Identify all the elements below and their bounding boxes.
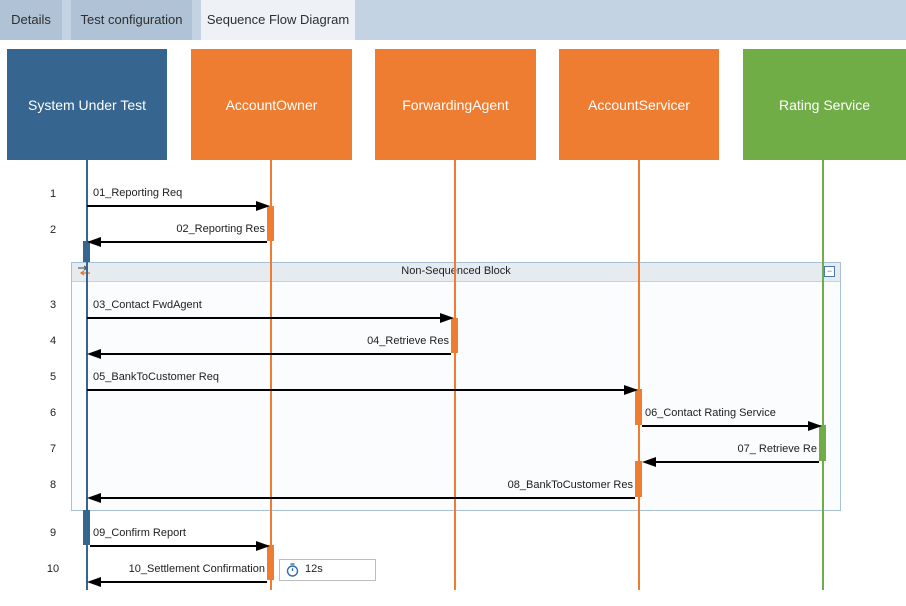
block-header: Non-Sequenced Block − — [72, 263, 840, 282]
lifeline-forwarding-agent — [454, 160, 456, 590]
arrow-line — [655, 461, 819, 463]
actor-label: System Under Test — [27, 96, 146, 113]
activation-bar — [267, 206, 274, 241]
message-label[interactable]: 07_ Retrieve Re — [737, 443, 818, 455]
step-number: 5 — [49, 371, 57, 383]
arrow-line — [100, 241, 267, 243]
lifeline-rating-service — [822, 160, 824, 590]
arrow-head — [87, 493, 101, 503]
arrow-line — [100, 497, 635, 499]
arrow-line — [87, 205, 257, 207]
actor-account-owner[interactable]: AccountOwner — [191, 49, 352, 160]
timer-value: 12s — [305, 563, 323, 575]
activation-bar — [819, 425, 826, 461]
arrow-line — [642, 425, 809, 427]
message-label[interactable]: 03_Contact FwdAgent — [93, 299, 202, 311]
tab-test-configuration[interactable]: Test configuration — [71, 0, 192, 40]
arrow-head — [87, 237, 101, 247]
activation-bar — [83, 510, 90, 545]
actor-rating-service[interactable]: Rating Service — [743, 49, 906, 160]
actor-account-servicer[interactable]: AccountServicer — [559, 49, 719, 160]
arrow-line — [100, 353, 451, 355]
step-number: 1 — [49, 188, 57, 200]
actor-label: Rating Service — [778, 96, 871, 113]
actor-label: AccountServicer — [588, 96, 690, 113]
lifeline-account-servicer — [638, 160, 640, 590]
collapse-button[interactable]: − — [824, 266, 835, 277]
step-number: 2 — [49, 224, 57, 236]
step-number: 6 — [49, 407, 57, 419]
stopwatch-icon — [286, 563, 299, 577]
activation-bar — [635, 461, 642, 497]
lifeline-account-owner — [270, 160, 272, 590]
message-label[interactable]: 10_Settlement Confirmation — [128, 563, 265, 575]
activation-bar — [83, 241, 90, 262]
step-number: 4 — [49, 335, 57, 347]
message-label[interactable]: 05_BankToCustomer Req — [93, 371, 219, 383]
arrow-head — [256, 201, 270, 211]
step-number: 7 — [49, 443, 57, 455]
arrow-head — [87, 577, 101, 587]
message-label[interactable]: 04_Retrieve Res — [367, 335, 449, 347]
non-sequenced-block: Non-Sequenced Block − — [71, 262, 841, 511]
step-number: 10 — [46, 563, 60, 575]
tab-details[interactable]: Details — [0, 0, 62, 40]
arrow-head — [808, 421, 822, 431]
activation-bar — [267, 545, 274, 580]
message-label[interactable]: 02_Reporting Res — [176, 223, 265, 235]
step-number: 8 — [49, 479, 57, 491]
actor-label: AccountOwner — [225, 96, 318, 113]
activation-bar — [451, 318, 458, 353]
block-title: Non-Sequenced Block — [401, 265, 511, 277]
arrow-head — [440, 313, 454, 323]
arrow-head — [642, 457, 656, 467]
arrow-line — [100, 581, 267, 583]
arrow-line — [87, 317, 441, 319]
step-number: 3 — [49, 299, 57, 311]
message-label[interactable]: 06_Contact Rating Service — [645, 407, 776, 419]
tab-sequence-flow-diagram[interactable]: Sequence Flow Diagram — [201, 0, 355, 40]
actor-forwarding-agent[interactable]: ForwardingAgent — [375, 49, 536, 160]
actor-label: ForwardingAgent — [402, 96, 509, 113]
arrow-head — [624, 385, 638, 395]
timer-box[interactable]: 12s — [279, 559, 376, 581]
step-number: 9 — [49, 527, 57, 539]
actor-system-under-test[interactable]: System Under Test — [7, 49, 167, 160]
tab-bar: Details Test configuration Sequence Flow… — [0, 0, 906, 40]
message-label[interactable]: 01_Reporting Req — [93, 187, 183, 199]
message-label[interactable]: 08_BankToCustomer Res — [507, 479, 633, 491]
message-label[interactable]: 09_Confirm Report — [93, 527, 186, 539]
arrow-head — [87, 349, 101, 359]
lifeline-system-under-test — [86, 160, 88, 590]
arrow-line — [90, 545, 257, 547]
arrow-head — [256, 541, 270, 551]
activation-bar — [635, 389, 642, 425]
arrow-line — [87, 389, 625, 391]
